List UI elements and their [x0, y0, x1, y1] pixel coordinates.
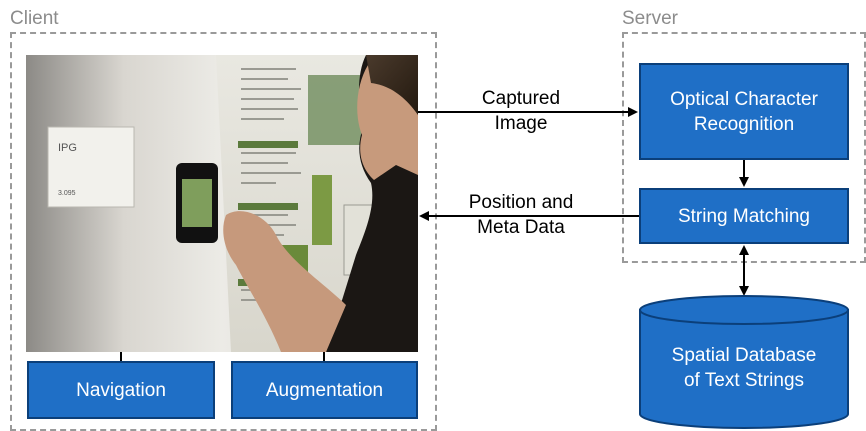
poster-image — [312, 175, 332, 245]
ocr-module: Optical Character Recognition — [639, 63, 849, 160]
ar-phone-photo: IPG 3.095 — [26, 55, 418, 352]
ocr-line-2: Recognition — [693, 113, 795, 135]
position-meta-label-line-1: Position and — [468, 192, 574, 213]
database-label-line-2: of Text Strings — [683, 370, 805, 391]
database-label-line-1: Spatial Database — [671, 345, 817, 366]
hand — [223, 211, 346, 352]
door-sign-title: IPG — [58, 142, 77, 154]
ocr-line-1: Optical Character — [670, 88, 818, 110]
server-group-label: Server — [622, 8, 678, 29]
captured-image-label: Captured Image — [446, 86, 596, 136]
augmentation-module: Augmentation — [231, 361, 418, 419]
client-group-frame — [10, 32, 437, 431]
position-meta-label-line-2: Meta Data — [477, 217, 565, 238]
person-hair — [366, 55, 418, 115]
client-group-label: Client — [10, 8, 59, 29]
smartphone-screen — [182, 179, 212, 227]
photo-illustration: IPG 3.095 — [26, 55, 418, 352]
poster-green-header — [238, 203, 298, 210]
position-meta-label: Position and Meta Data — [446, 190, 596, 240]
captured-image-label-line-2: Image — [494, 113, 548, 134]
poster-green-header — [238, 141, 298, 148]
door-sign-number: 3.095 — [58, 190, 76, 197]
string-matching-module: String Matching — [639, 188, 849, 244]
database-label: Spatial Database of Text Strings — [640, 343, 848, 393]
door-sign — [47, 126, 135, 208]
captured-image-label-line-1: Captured — [481, 88, 561, 109]
navigation-module: Navigation — [27, 361, 215, 419]
